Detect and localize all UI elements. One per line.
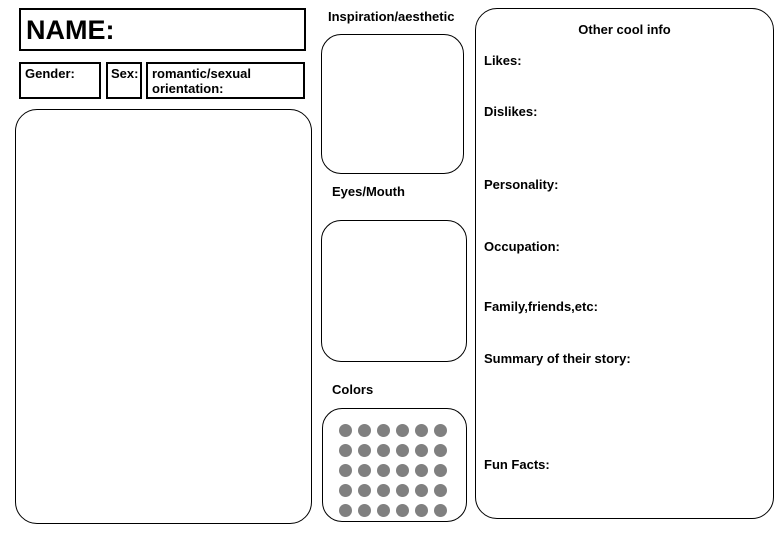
name-label: NAME:: [26, 15, 115, 45]
other-info-title: Other cool info: [578, 22, 671, 37]
color-swatch-circle: [396, 484, 409, 497]
name-field-box[interactable]: NAME:: [19, 8, 306, 51]
eyes-mouth-label: Eyes/Mouth: [332, 184, 405, 199]
sex-field-box[interactable]: Sex:: [106, 62, 142, 99]
color-swatch-circle: [434, 464, 447, 477]
occupation-label: Occupation:: [484, 239, 560, 254]
color-swatch-circle: [358, 424, 371, 437]
color-swatch-circle: [396, 424, 409, 437]
color-swatch-circle: [415, 504, 428, 517]
sex-label: Sex:: [111, 66, 139, 81]
orientation-field-box[interactable]: romantic/sexual orientation:: [146, 62, 305, 99]
color-swatch-circle: [339, 424, 352, 437]
color-swatch-circle: [377, 444, 390, 457]
colors-palette-box[interactable]: [322, 408, 467, 522]
colors-label: Colors: [332, 382, 374, 397]
dislikes-label: Dislikes:: [484, 104, 538, 119]
other-info-box[interactable]: Other cool info Likes: Dislikes: Persona…: [475, 8, 774, 519]
color-swatch-circle: [339, 484, 352, 497]
inspiration-label: Inspiration/aesthetic: [328, 9, 455, 24]
color-swatch-circle: [377, 464, 390, 477]
character-drawing-area[interactable]: [15, 109, 312, 524]
color-swatch-circle: [415, 424, 428, 437]
color-swatch-circle: [358, 464, 371, 477]
color-swatch-circle: [339, 464, 352, 477]
color-swatch-circle: [358, 484, 371, 497]
color-swatch-circle: [377, 504, 390, 517]
color-swatch-circle: [377, 424, 390, 437]
color-swatch-circle: [396, 444, 409, 457]
color-swatch-circle: [377, 484, 390, 497]
fun-facts-label: Fun Facts:: [484, 457, 550, 472]
family-friends-label: Family,friends,etc:: [484, 299, 598, 314]
color-swatch-circle: [358, 444, 371, 457]
color-swatch-grid: [339, 424, 466, 517]
color-swatch-circle: [396, 464, 409, 477]
color-swatch-circle: [339, 504, 352, 517]
color-swatch-circle: [415, 444, 428, 457]
color-swatch-circle: [434, 504, 447, 517]
story-summary-label: Summary of their story:: [484, 351, 631, 366]
orientation-label: romantic/sexual orientation:: [152, 66, 251, 97]
eyes-mouth-drawing-box[interactable]: [321, 220, 467, 362]
color-swatch-circle: [434, 484, 447, 497]
color-swatch-circle: [358, 504, 371, 517]
likes-label: Likes:: [484, 53, 522, 68]
gender-label: Gender:: [25, 66, 75, 81]
gender-field-box[interactable]: Gender:: [19, 62, 101, 99]
color-swatch-circle: [434, 444, 447, 457]
color-swatch-circle: [434, 424, 447, 437]
inspiration-drawing-box[interactable]: [321, 34, 464, 174]
color-swatch-circle: [396, 504, 409, 517]
color-swatch-circle: [415, 464, 428, 477]
color-swatch-circle: [415, 484, 428, 497]
color-swatch-circle: [339, 444, 352, 457]
personality-label: Personality:: [484, 177, 559, 192]
